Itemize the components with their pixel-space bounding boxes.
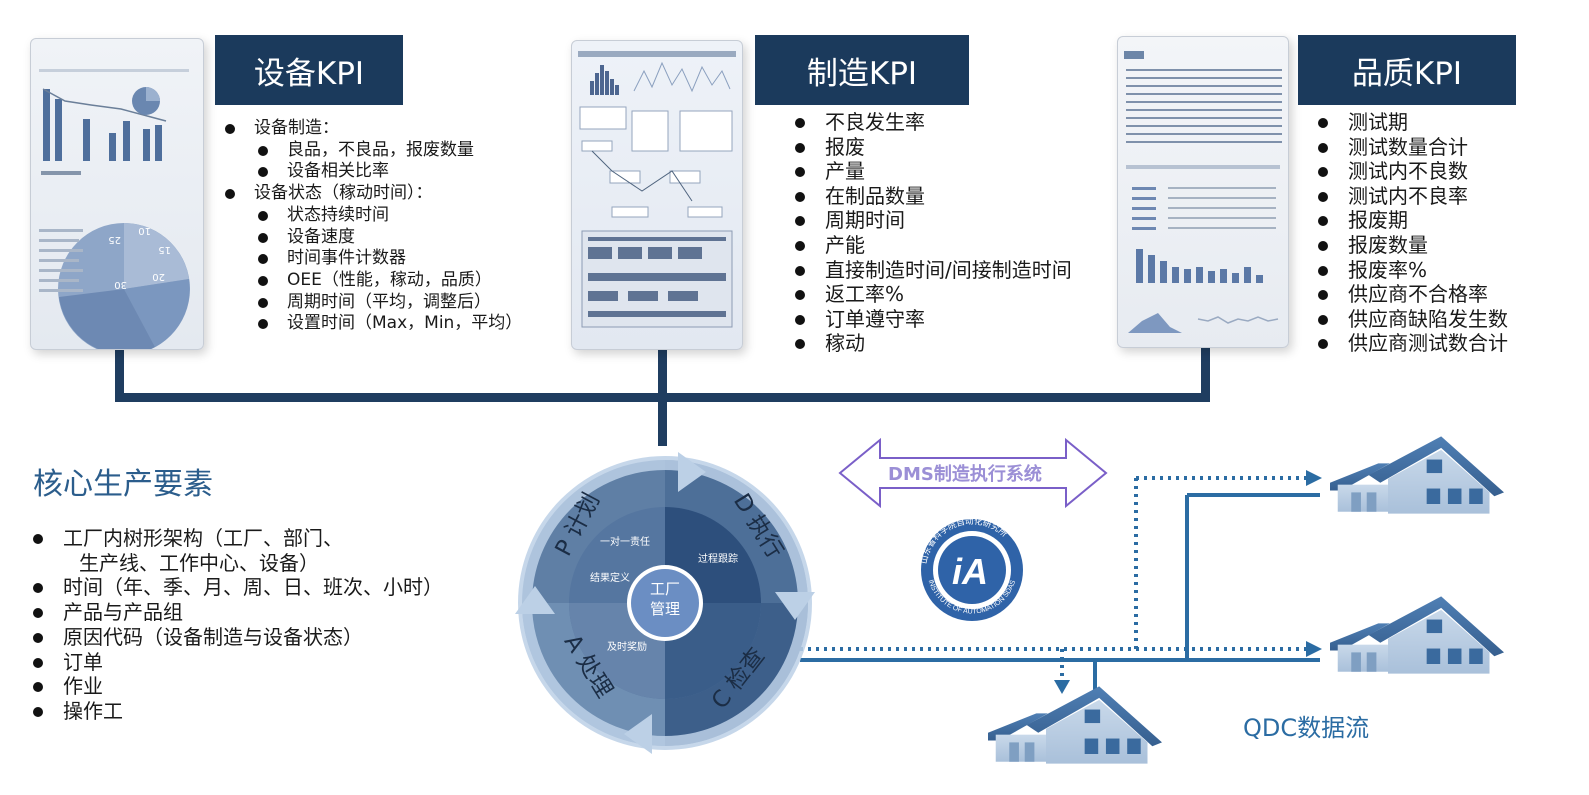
pie-label-30: 30	[114, 279, 127, 290]
manufacturing-kpi-list: 不良发生率 报废 产量 在制品数量 周期时间 产能 直接制造时间/间接制造时间 …	[795, 110, 1072, 356]
list-item: 周期时间	[795, 208, 1072, 233]
qdc-flow-lines	[800, 493, 1320, 690]
quality-dashboard-thumbnail	[1124, 51, 1282, 333]
list-item: 测试内不良数	[1318, 159, 1508, 184]
list-item-line2: 生产线、工作中心、设备）	[79, 550, 319, 575]
list-item: 供应商不合格率	[1318, 282, 1508, 307]
list-item: 产品与产品组	[33, 600, 443, 625]
equipment-dashboard-thumbnail: 10 15 20 30 25	[39, 69, 190, 349]
list-item: 订单遵守率	[795, 307, 1072, 332]
list-item: 测试内不良率	[1318, 184, 1508, 209]
pdca-cycle: 工厂 管理 一对一责任 过程跟踪 结果定义 及时奖励 P 计划 D 执行 C 检…	[515, 452, 815, 754]
list-item: 时间（年、季、月、周、日、班次、小时）	[33, 575, 443, 600]
pdca-center-line1: 工厂	[650, 580, 680, 598]
list-item: 报废率%	[1318, 258, 1508, 283]
list-item: 报废数量	[1318, 233, 1508, 258]
house-top-right	[1330, 436, 1504, 514]
list-item: 时间事件计数器	[258, 248, 522, 270]
list-item: 设置时间（Max，Min，平均）	[258, 313, 522, 335]
manufacturing-dashboard-thumbnail	[578, 51, 736, 328]
list-item: 报废期	[1318, 208, 1508, 233]
logo-letters: iA	[952, 551, 988, 592]
list-item: 操作工	[33, 699, 443, 724]
qdc-label: QDC数据流	[1243, 714, 1370, 742]
dms-double-arrow	[838, 437, 1108, 509]
list-item: 产量	[795, 159, 1072, 184]
list-item: 报废	[795, 135, 1072, 160]
list-item: 测试数量合计	[1318, 135, 1508, 160]
qdc-dotted-flow	[800, 476, 1308, 683]
list-item: 供应商测试数合计	[1318, 331, 1508, 356]
list-item: 产能	[795, 233, 1072, 258]
research-institute-logo: iA 山东省科学院自动化研究所 INSTITUTE OF AUTOMATION …	[918, 516, 1023, 621]
list-item: 设备速度	[258, 227, 522, 249]
pie-label-15: 15	[158, 244, 171, 255]
pdca-inner-responsibility: 一对一责任	[600, 535, 650, 548]
equipment-kpi-list: 设备制造： 良品，不良品，报废数量 设备相关比率 设备状态（稼动时间）： 状态持…	[225, 118, 522, 335]
list-item: 供应商缺陷发生数	[1318, 307, 1508, 332]
list-item: 良品，不良品，报废数量	[258, 140, 522, 162]
core-elements-title: 核心生产要素	[33, 467, 213, 502]
list-item-line1: 工厂内树形架构（工厂、部门、	[63, 526, 343, 550]
core-elements-list: 工厂内树形架构（工厂、部门、 生产线、工作中心、设备） 时间（年、季、月、周、日…	[33, 526, 443, 724]
list-item: 作业	[33, 674, 443, 699]
pdca-inner-result: 结果定义	[590, 571, 630, 584]
kpi-connector-lines	[115, 346, 1210, 446]
house-middle-right	[1330, 596, 1504, 674]
house-bottom	[988, 686, 1162, 764]
list-item: 稼动	[795, 331, 1072, 356]
list-item: 测试期	[1318, 110, 1508, 135]
pdca-inner-tracking: 过程跟踪	[698, 552, 738, 565]
manufacturing-kpi-screenshot	[571, 40, 743, 350]
quality-kpi-list: 测试期 测试数量合计 测试内不良数 测试内不良率 报废期 报废数量 报废率% 供…	[1318, 110, 1508, 356]
equipment-kpi-title: 设备KPI	[215, 35, 403, 105]
list-item: 设备状态（稼动时间）：	[225, 183, 522, 205]
pie-label-25: 25	[108, 234, 121, 245]
list-item: OEE（性能，稼动，品质）	[258, 270, 522, 292]
quality-kpi-title: 品质KPI	[1298, 35, 1516, 105]
list-item: 设备相关比率	[258, 161, 522, 183]
list-item: 在制品数量	[795, 184, 1072, 209]
list-item: 直接制造时间/间接制造时间	[795, 258, 1072, 283]
list-item: 原因代码（设备制造与设备状态）	[33, 625, 443, 650]
pdca-inner-reward: 及时奖励	[607, 640, 647, 653]
pie-label-10: 10	[138, 225, 151, 236]
list-item: 周期时间（平均，调整后）	[258, 292, 522, 314]
list-item: 不良发生率	[795, 110, 1072, 135]
list-item: 返工率%	[795, 282, 1072, 307]
pie-label-20: 20	[152, 271, 165, 282]
manufacturing-kpi-title: 制造KPI	[755, 35, 969, 105]
pdca-center-line2: 管理	[650, 600, 680, 618]
list-item: 订单	[33, 650, 443, 675]
list-item: 工厂内树形架构（工厂、部门、 生产线、工作中心、设备）	[33, 526, 443, 575]
list-item: 设备制造：	[225, 118, 522, 140]
flow-arrowheads	[1054, 470, 1322, 694]
list-item: 状态持续时间	[258, 205, 522, 227]
quality-kpi-screenshot	[1117, 36, 1289, 348]
dms-label: DMS制造执行系统	[888, 464, 1042, 485]
equipment-kpi-screenshot: 10 15 20 30 25	[30, 38, 204, 350]
